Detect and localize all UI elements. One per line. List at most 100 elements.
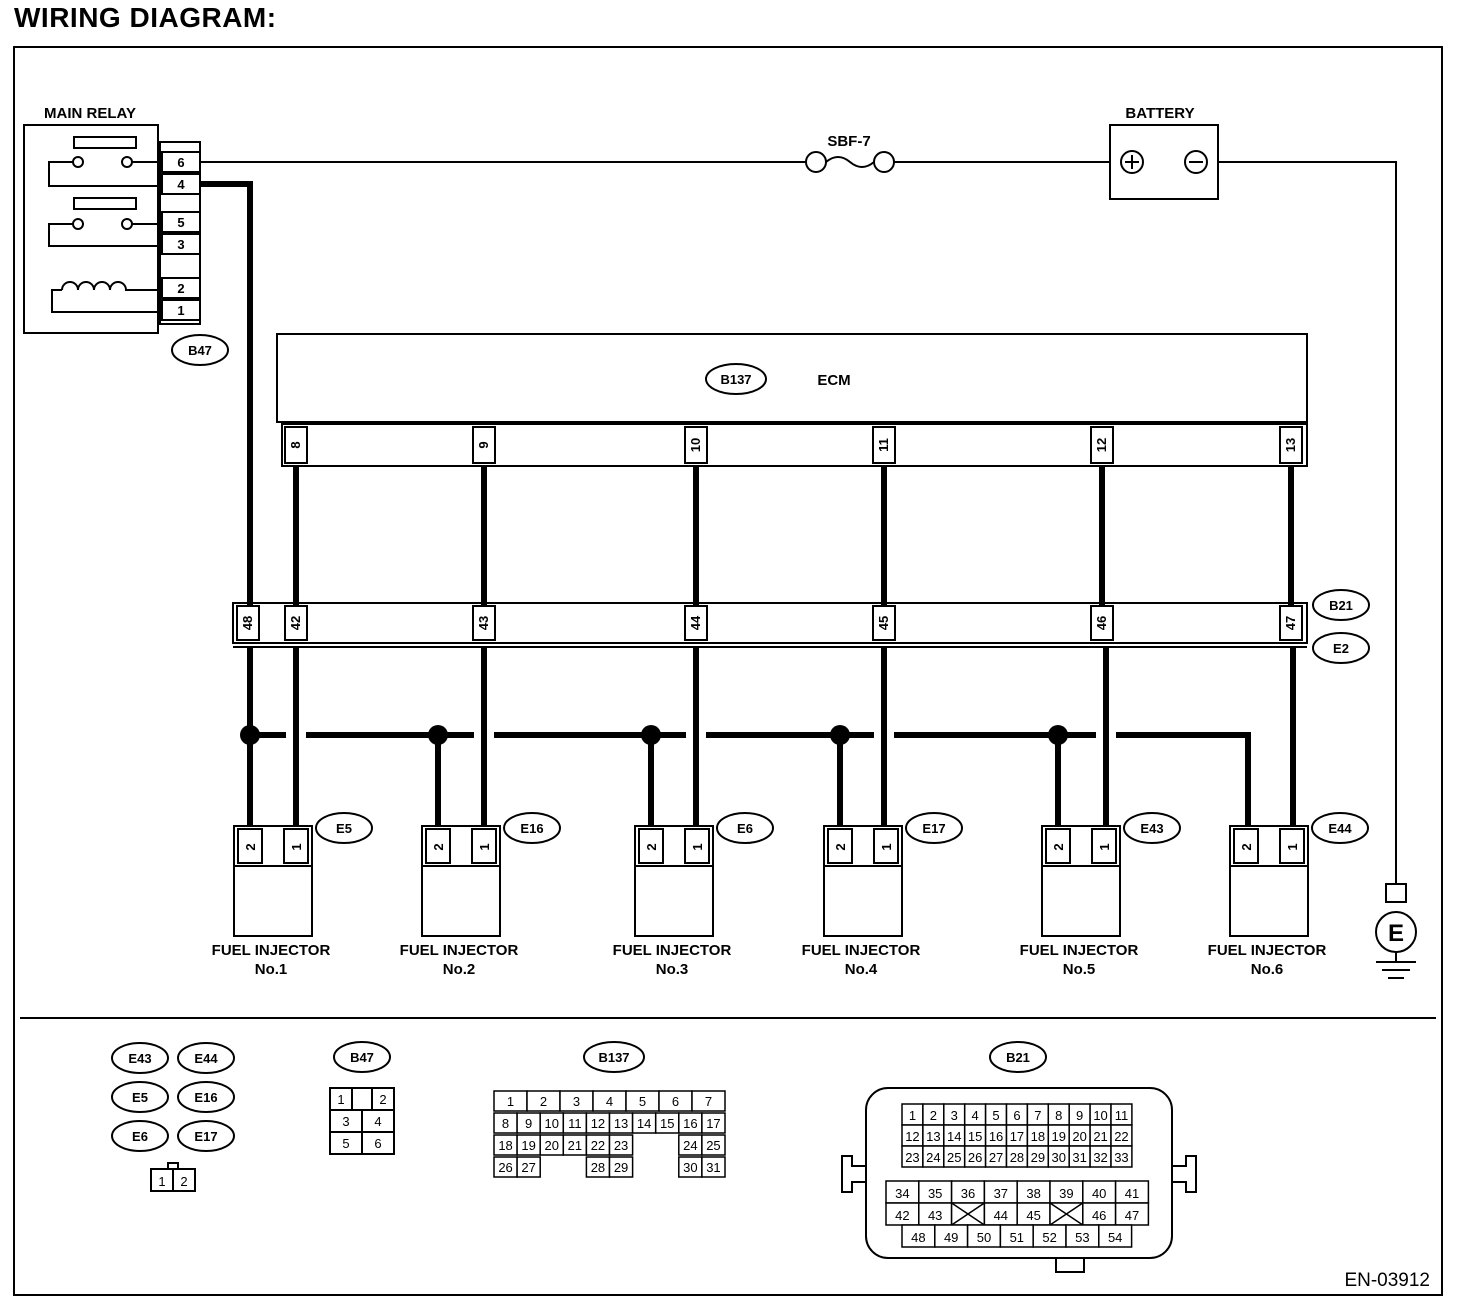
svg-text:B137: B137 [598,1050,629,1065]
fuse-sbf-7: SBF-7 [805,133,895,173]
b21-pin-17-label: 17 [1010,1129,1024,1144]
injector-3-pin-2: 2 [644,843,659,850]
b21-pin-42-label: 42 [895,1208,909,1223]
b21-pin-25-label: 25 [947,1150,961,1165]
connector-badge-b137 [705,363,767,395]
b21-pin-44-label: 44 [994,1208,1008,1223]
ground-label: E [1388,920,1404,947]
injector-2-pin-1: 1 [477,843,492,850]
b21-pin-53-label: 53 [1075,1230,1089,1245]
b137-pin-7 [691,1090,726,1112]
b21-pin-24-label: 24 [926,1150,940,1165]
relay-pin-5: 5 [177,215,184,230]
b137-pin-29 [608,1156,634,1178]
b137-pin-8-label: 8 [502,1116,509,1131]
relay-pin-4: 4 [177,177,185,192]
battery: BATTERY [1109,105,1219,200]
injector-2-name: FUEL INJECTOR [400,942,519,959]
injector-4-pin-1: 1 [879,843,894,850]
b137-pin-31 [701,1156,726,1178]
b137-pin-17 [701,1112,726,1134]
b21-pin-15-label: 15 [968,1129,982,1144]
b137-pin-23-label: 23 [614,1138,628,1153]
b21-pin-4-label: 4 [972,1108,979,1123]
b21-pin-33-label: 33 [1114,1150,1128,1165]
relay-pin-1: 1 [177,303,184,318]
relay-pin-6: 6 [177,155,184,170]
b21-pin-1-label: 1 [909,1108,916,1123]
b21-pin-43-label: 43 [928,1208,942,1223]
svg-text:E2: E2 [1333,641,1349,656]
b21-pin-52-label: 52 [1042,1230,1056,1245]
svg-text:B137: B137 [720,372,751,387]
b21-pin-31-label: 31 [1072,1150,1086,1165]
b137-pin-14-label: 14 [637,1116,651,1131]
svg-text:B21: B21 [1329,598,1353,613]
b137-pin-16-label: 16 [683,1116,697,1131]
b21-pin-6-label: 6 [1013,1108,1020,1123]
b137-pin-5-label: 5 [639,1094,646,1109]
svg-text:B21: B21 [1006,1050,1030,1065]
svg-text:6: 6 [374,1136,381,1151]
ecm-pins: 8 9 10 11 12 13 [284,426,1303,464]
b21-pin-27-label: 27 [989,1150,1003,1165]
battery-label: BATTERY [1125,105,1194,122]
injector-1: 2 1 E5 FUEL INJECTOR No.1 [212,812,373,978]
joint-pin-47: 47 [1283,616,1298,630]
ground-icon: E [1375,883,1417,979]
connector-badge-e44 [1311,812,1369,844]
svg-text:E5: E5 [132,1090,148,1105]
main-relay-label: MAIN RELAY [44,105,136,122]
connector-badge-e2 [1312,632,1370,664]
b21-pin-54-label: 54 [1108,1230,1122,1245]
injector-4-number: No.4 [845,961,878,978]
b137-pin-6-label: 6 [672,1094,679,1109]
b21-pin-48-label: 48 [911,1230,925,1245]
connector-badge-e5 [315,812,373,844]
b137-pin-22-label: 22 [591,1138,605,1153]
injector-2: 2 1 E16 FUEL INJECTOR No.2 [400,812,561,978]
injector-4-name: FUEL INJECTOR [802,942,921,959]
svg-text:E44: E44 [1328,821,1352,836]
injector-5-number: No.5 [1063,961,1096,978]
b137-pin-3-label: 3 [573,1094,580,1109]
injector-5-pin-1: 1 [1097,843,1112,850]
document-id: EN-03912 [1344,1270,1430,1291]
b21-pin-26-label: 26 [968,1150,982,1165]
injector-4: 2 1 E17 FUEL INJECTOR No.4 [802,812,963,978]
svg-text:1: 1 [158,1174,165,1189]
svg-text:2: 2 [379,1092,386,1107]
ecm-label: ECM [817,372,850,389]
relay-contact-bar-2 [73,197,137,210]
connector-badge-b47 [171,334,229,366]
b21-pin-45-label: 45 [1026,1208,1040,1223]
ecm-pin-10: 10 [688,438,703,452]
b21-pin-33 [1110,1145,1133,1168]
b137-pin-27 [516,1156,541,1178]
injector-6-pin-2: 2 [1239,843,1254,850]
b21-pin-37-label: 37 [994,1186,1008,1201]
b21-pin-36-label: 36 [961,1186,975,1201]
svg-text:E43: E43 [1140,821,1163,836]
ecm-pin-11: 11 [876,438,891,452]
b21-pin-47-label: 47 [1125,1208,1139,1223]
b137-pin-25 [701,1134,726,1156]
diagram-frame [13,46,1443,1296]
joint-pin-45: 45 [876,616,891,630]
b137-pin-15-label: 15 [660,1116,674,1131]
joint-pin-44: 44 [688,615,703,630]
svg-text:E6: E6 [737,821,753,836]
injector-2-number: No.2 [443,961,476,978]
b137-pin-31-label: 31 [706,1160,720,1175]
b137-pin-29-label: 29 [614,1160,628,1175]
svg-text:E43: E43 [128,1051,151,1066]
b137-pin-11-label: 11 [568,1116,582,1131]
svg-text:E17: E17 [194,1129,217,1144]
b21-pin-46-label: 46 [1092,1208,1106,1223]
injector-4-pin-2: 2 [833,843,848,850]
joint-pin-42: 42 [288,616,303,630]
